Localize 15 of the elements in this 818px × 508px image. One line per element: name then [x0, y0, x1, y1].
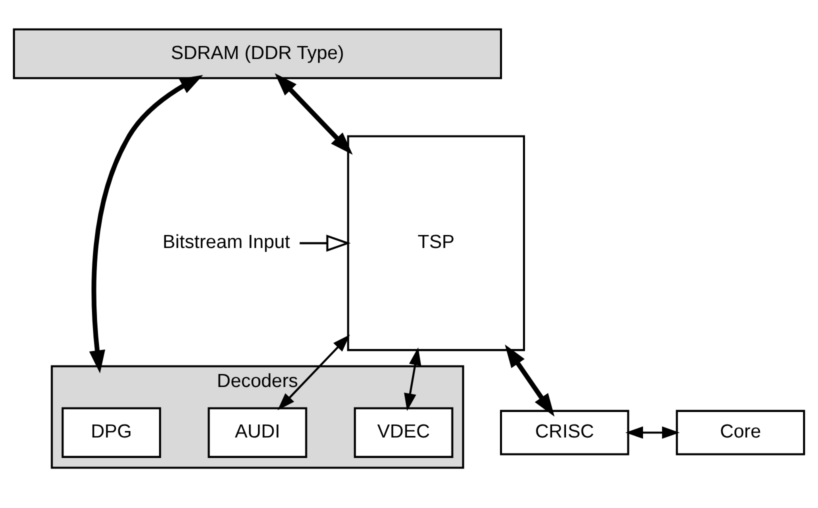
- node-box: CRISC: [500, 410, 630, 456]
- node-box: TSP: [347, 135, 526, 352]
- arrow: [278, 334, 350, 410]
- arrow: [89, 75, 204, 374]
- arrow: [625, 426, 680, 439]
- node-box: AUDI: [208, 407, 308, 458]
- node-text: Bitstream Input: [162, 232, 290, 254]
- arrow: [300, 234, 351, 252]
- arrow: [274, 73, 353, 155]
- node-box: SDRAM (DDR Type): [12, 28, 502, 80]
- arrow: [404, 347, 422, 412]
- node-box: VDEC: [354, 407, 454, 458]
- node-box: Core: [676, 410, 806, 456]
- node-box: DPG: [62, 407, 162, 458]
- arrow: [504, 344, 555, 417]
